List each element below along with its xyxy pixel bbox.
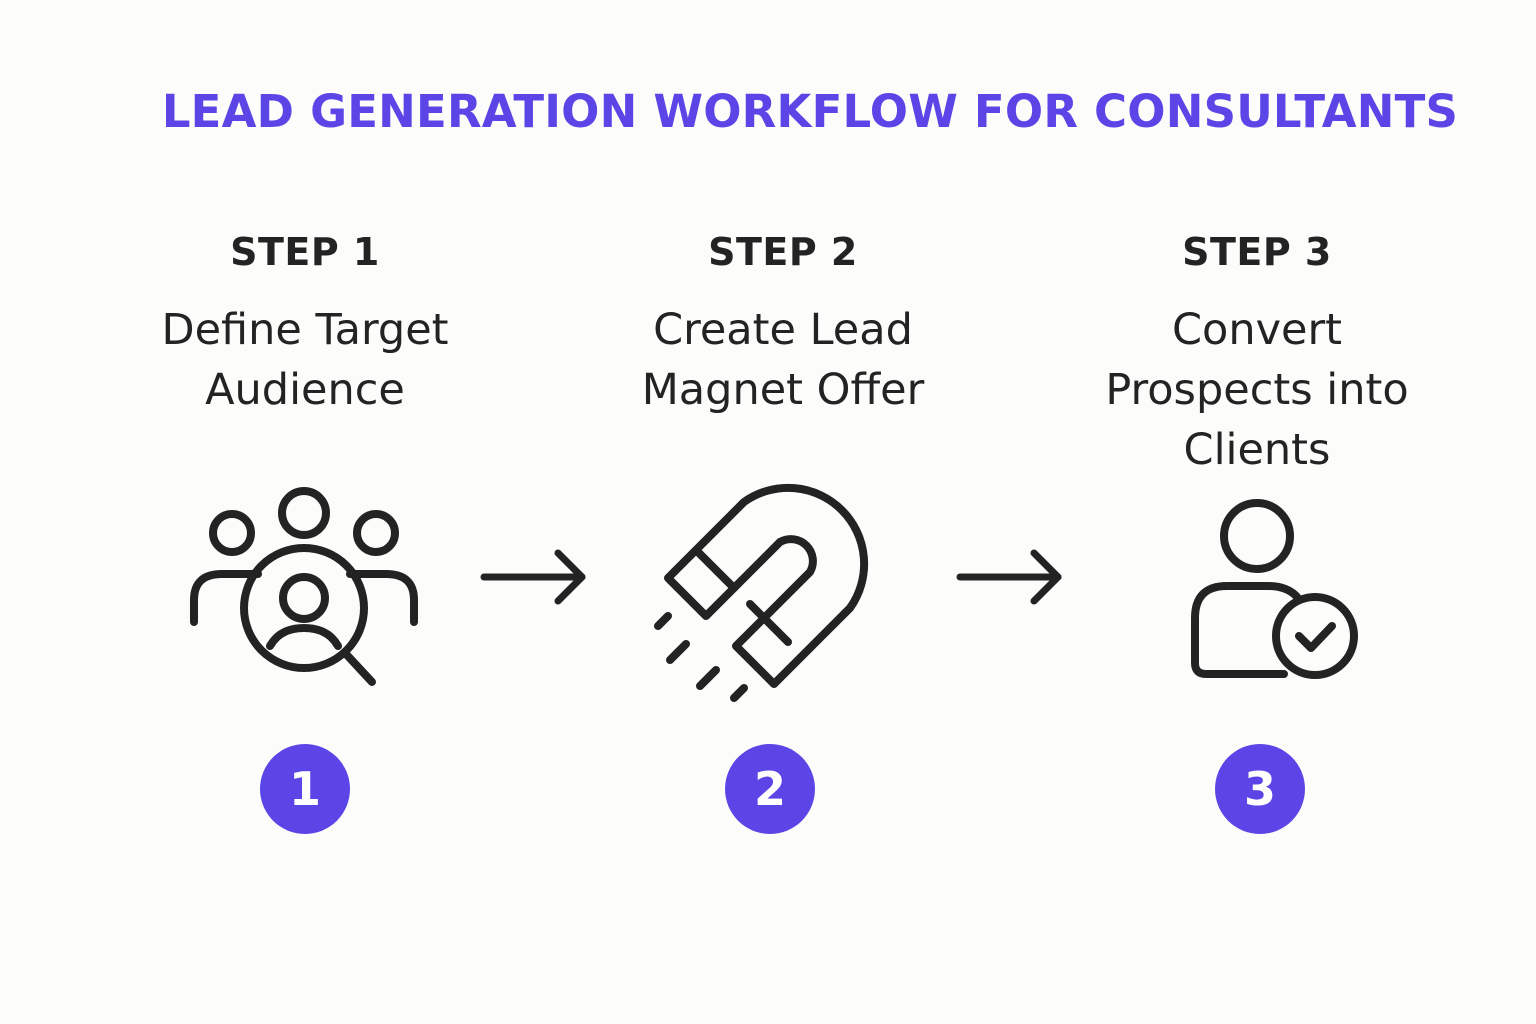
step-2-label: STEP 2 [708,230,858,274]
step-1-number-badge: 1 [260,744,350,834]
step-1-text: Define Target Audience [161,305,449,415]
arrow-right-icon [956,549,1062,605]
step-1-label: STEP 1 [230,230,380,274]
step-3-label: STEP 3 [1182,230,1332,274]
page-title: LEAD GENERATION WORKFLOW FOR CONSULTANTS [161,85,1459,138]
step-3-header: STEP 3 Convert Prospects into Clients [1067,228,1447,480]
step-2-text: Create Lead Magnet Offer [641,305,925,415]
step-2-header: STEP 2 Create Lead Magnet Offer [593,228,973,420]
step-3-text: Convert Prospects into Clients [1105,305,1409,475]
arrow-right-icon [480,549,586,605]
step-3-number-badge: 3 [1215,744,1305,834]
audience-search-icon [190,487,418,686]
step-2-number-badge: 2 [725,744,815,834]
user-check-icon [1191,499,1358,679]
magnet-icon [654,483,869,702]
step-1-header: STEP 1 Define Target Audience [115,228,495,420]
